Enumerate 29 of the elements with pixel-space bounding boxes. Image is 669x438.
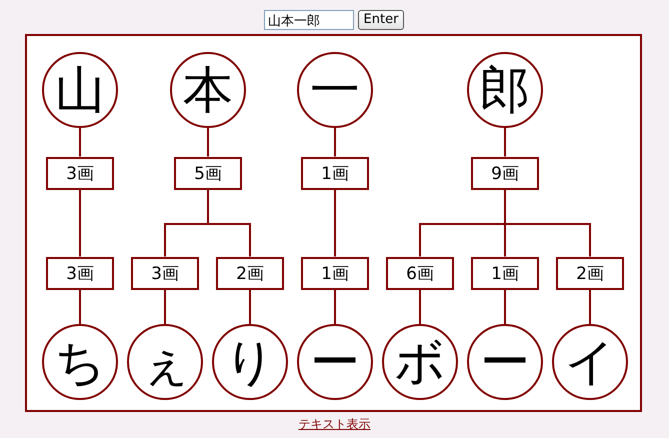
- stroke-count-box: 3画: [131, 256, 199, 290]
- connector-line: [334, 290, 336, 324]
- connector-line: [589, 290, 591, 324]
- connector-line: [334, 190, 336, 256]
- stroke-count-box: 6画: [386, 256, 454, 290]
- connector-line: [419, 290, 421, 324]
- connector-line: [79, 190, 81, 256]
- text-link: テキスト表示: [298, 417, 370, 431]
- connector-line: [249, 290, 251, 324]
- enter-button: Enter: [358, 10, 404, 30]
- stroke-count-box: 1画: [301, 256, 369, 290]
- stroke-count-box: 9画: [471, 156, 539, 190]
- connector-line: [207, 190, 251, 256]
- connector-line: [79, 128, 81, 156]
- stroke-count-box: 3画: [46, 256, 114, 290]
- stroke-count-box: 3画: [46, 156, 114, 190]
- connector-line: [504, 190, 591, 256]
- stroke-count-box: 2画: [216, 256, 284, 290]
- connector-line: [79, 290, 81, 324]
- connector-line: [504, 128, 506, 156]
- stroke-count-box: 5画: [174, 156, 242, 190]
- connector-line: [504, 290, 506, 324]
- connector-line: [207, 128, 209, 156]
- connector-line: [164, 290, 166, 324]
- stroke-count-box: 1画: [301, 156, 369, 190]
- input-field: 山本一郎: [264, 10, 354, 30]
- connector-line: [334, 128, 336, 156]
- stroke-count-box: 2画: [556, 256, 624, 290]
- stroke-count-box: 1画: [471, 256, 539, 290]
